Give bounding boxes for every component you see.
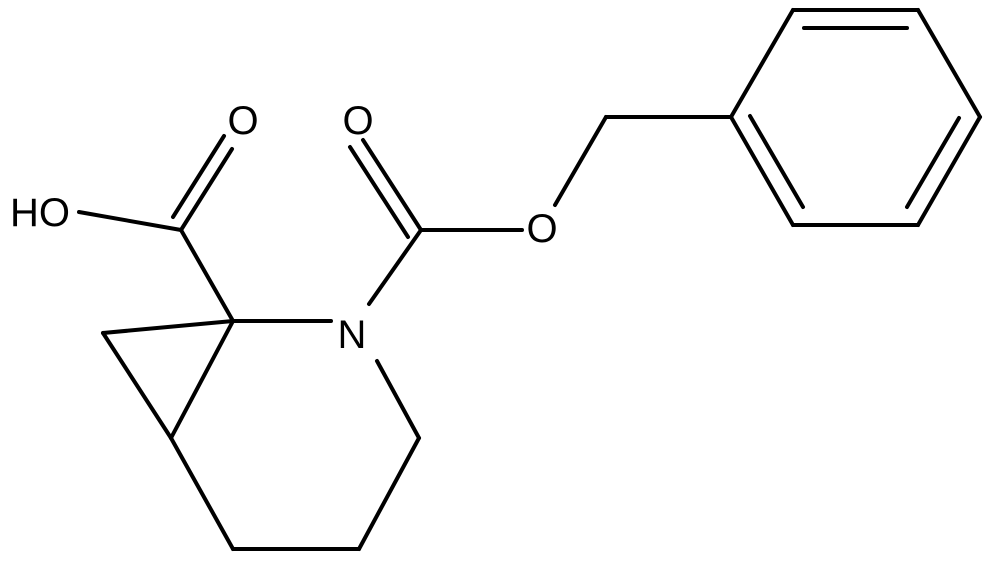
bond-n-carbamate (367, 228, 423, 306)
bond-acid-c-ring (179, 228, 235, 323)
bond-benzene-6 (729, 115, 795, 227)
bond-c6-c5 (169, 436, 235, 551)
oxygen-label-ester-carbonyl: O (342, 99, 373, 143)
bond-carbamate-co-double-b (348, 145, 410, 239)
bond-c1-c7 (101, 319, 235, 335)
bond-acid-co-double-a (179, 147, 234, 232)
bond-carbamate-co-double-a (361, 138, 423, 232)
nitrogen-label: N (338, 313, 367, 357)
oxygen-label-ester: O (526, 207, 557, 251)
bond-c1-c6 (169, 319, 235, 440)
bond-c3-n (375, 359, 421, 440)
bond-acid-co-double-b (171, 134, 226, 219)
bond-o-ch2 (553, 115, 608, 207)
oxygen-label-acid-carbonyl: O (227, 99, 258, 143)
hydroxyl-label: HO (10, 191, 70, 235)
bond-benzene-3 (916, 8, 982, 119)
bond-c7-c6 (101, 331, 173, 440)
bond-acid-c-oh (77, 210, 183, 232)
bond-c4-c3 (357, 436, 421, 551)
bond-benzene-1 (729, 8, 795, 119)
bond-benzene-6-inner (748, 114, 805, 209)
bond-benzene-4 (916, 115, 982, 227)
bond-benzene-4-inner (905, 116, 961, 209)
